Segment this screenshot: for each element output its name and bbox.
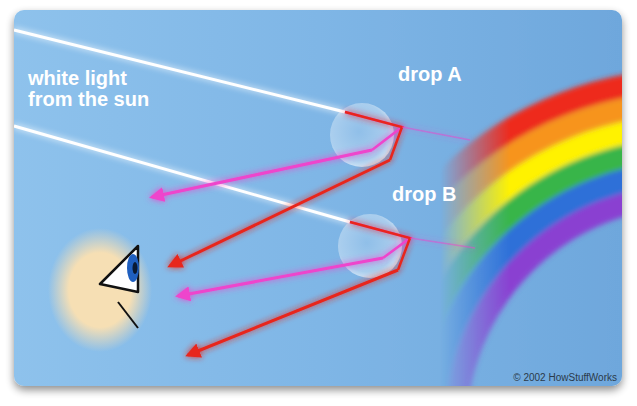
- water-drop: [338, 214, 402, 278]
- observer-eye: [48, 228, 152, 352]
- copyright-note: © 2002 HowStuffWorks: [513, 372, 617, 384]
- exit-rays: [152, 150, 398, 355]
- drop-label: drop A: [398, 64, 462, 85]
- light-label: white light from the sun: [28, 68, 168, 110]
- drop-label: drop B: [392, 184, 456, 205]
- sunlight-rays: [14, 30, 350, 222]
- refracted-rays: [345, 112, 475, 270]
